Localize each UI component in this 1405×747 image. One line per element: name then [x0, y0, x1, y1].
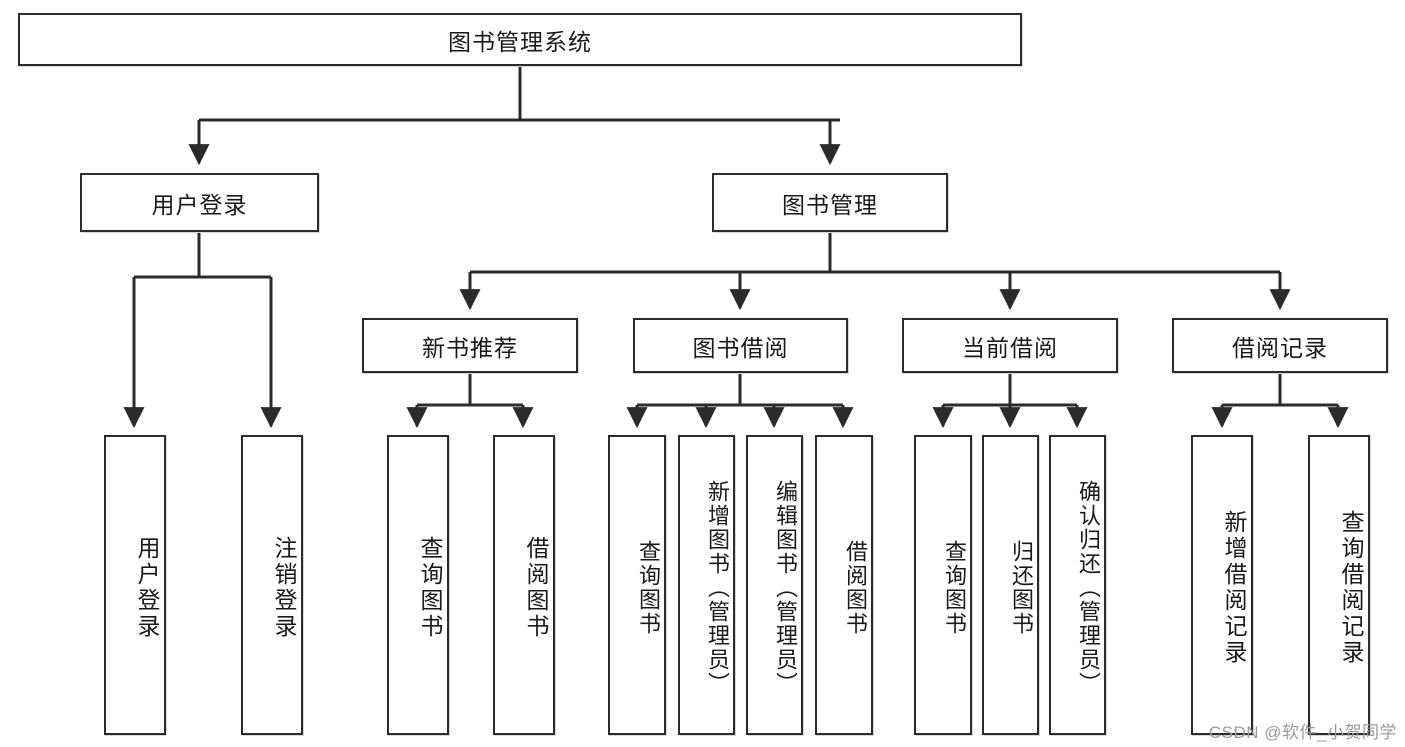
node-new-book-recommend[interactable]: 新书推荐	[362, 318, 578, 373]
leaf-user-login[interactable]: 用户登录	[104, 435, 166, 735]
leaf-return-book[interactable]: 归还图书	[982, 435, 1039, 735]
leaf-logout[interactable]: 注销登录	[241, 435, 303, 735]
leaf-query-book-recommend[interactable]: 查询图书	[387, 435, 449, 735]
leaf-query-book-borrow[interactable]: 查询图书	[608, 435, 666, 735]
node-borrow-record[interactable]: 借阅记录	[1172, 318, 1388, 373]
leaf-borrow-book-recommend[interactable]: 借阅图书	[493, 435, 555, 735]
node-book-management[interactable]: 图书管理	[712, 173, 948, 232]
leaf-edit-book-admin[interactable]: 编辑图书（管理员）	[746, 435, 803, 735]
leaf-borrow-book[interactable]: 借阅图书	[815, 435, 873, 735]
node-current-borrow[interactable]: 当前借阅	[902, 318, 1118, 373]
leaf-add-borrow-record[interactable]: 新增借阅记录	[1191, 435, 1253, 735]
node-root-system[interactable]: 图书管理系统	[18, 13, 1022, 66]
leaf-query-book-current[interactable]: 查询图书	[914, 435, 972, 735]
node-user-login[interactable]: 用户登录	[80, 173, 319, 232]
leaf-confirm-return-admin[interactable]: 确认归还（管理员）	[1049, 435, 1106, 735]
node-book-borrow[interactable]: 图书借阅	[633, 318, 848, 373]
leaf-add-book-admin[interactable]: 新增图书（管理员）	[678, 435, 735, 735]
leaf-query-borrow-record[interactable]: 查询借阅记录	[1308, 435, 1370, 735]
csdn-watermark: CSDN @软件_小贺同学	[1208, 723, 1397, 742]
